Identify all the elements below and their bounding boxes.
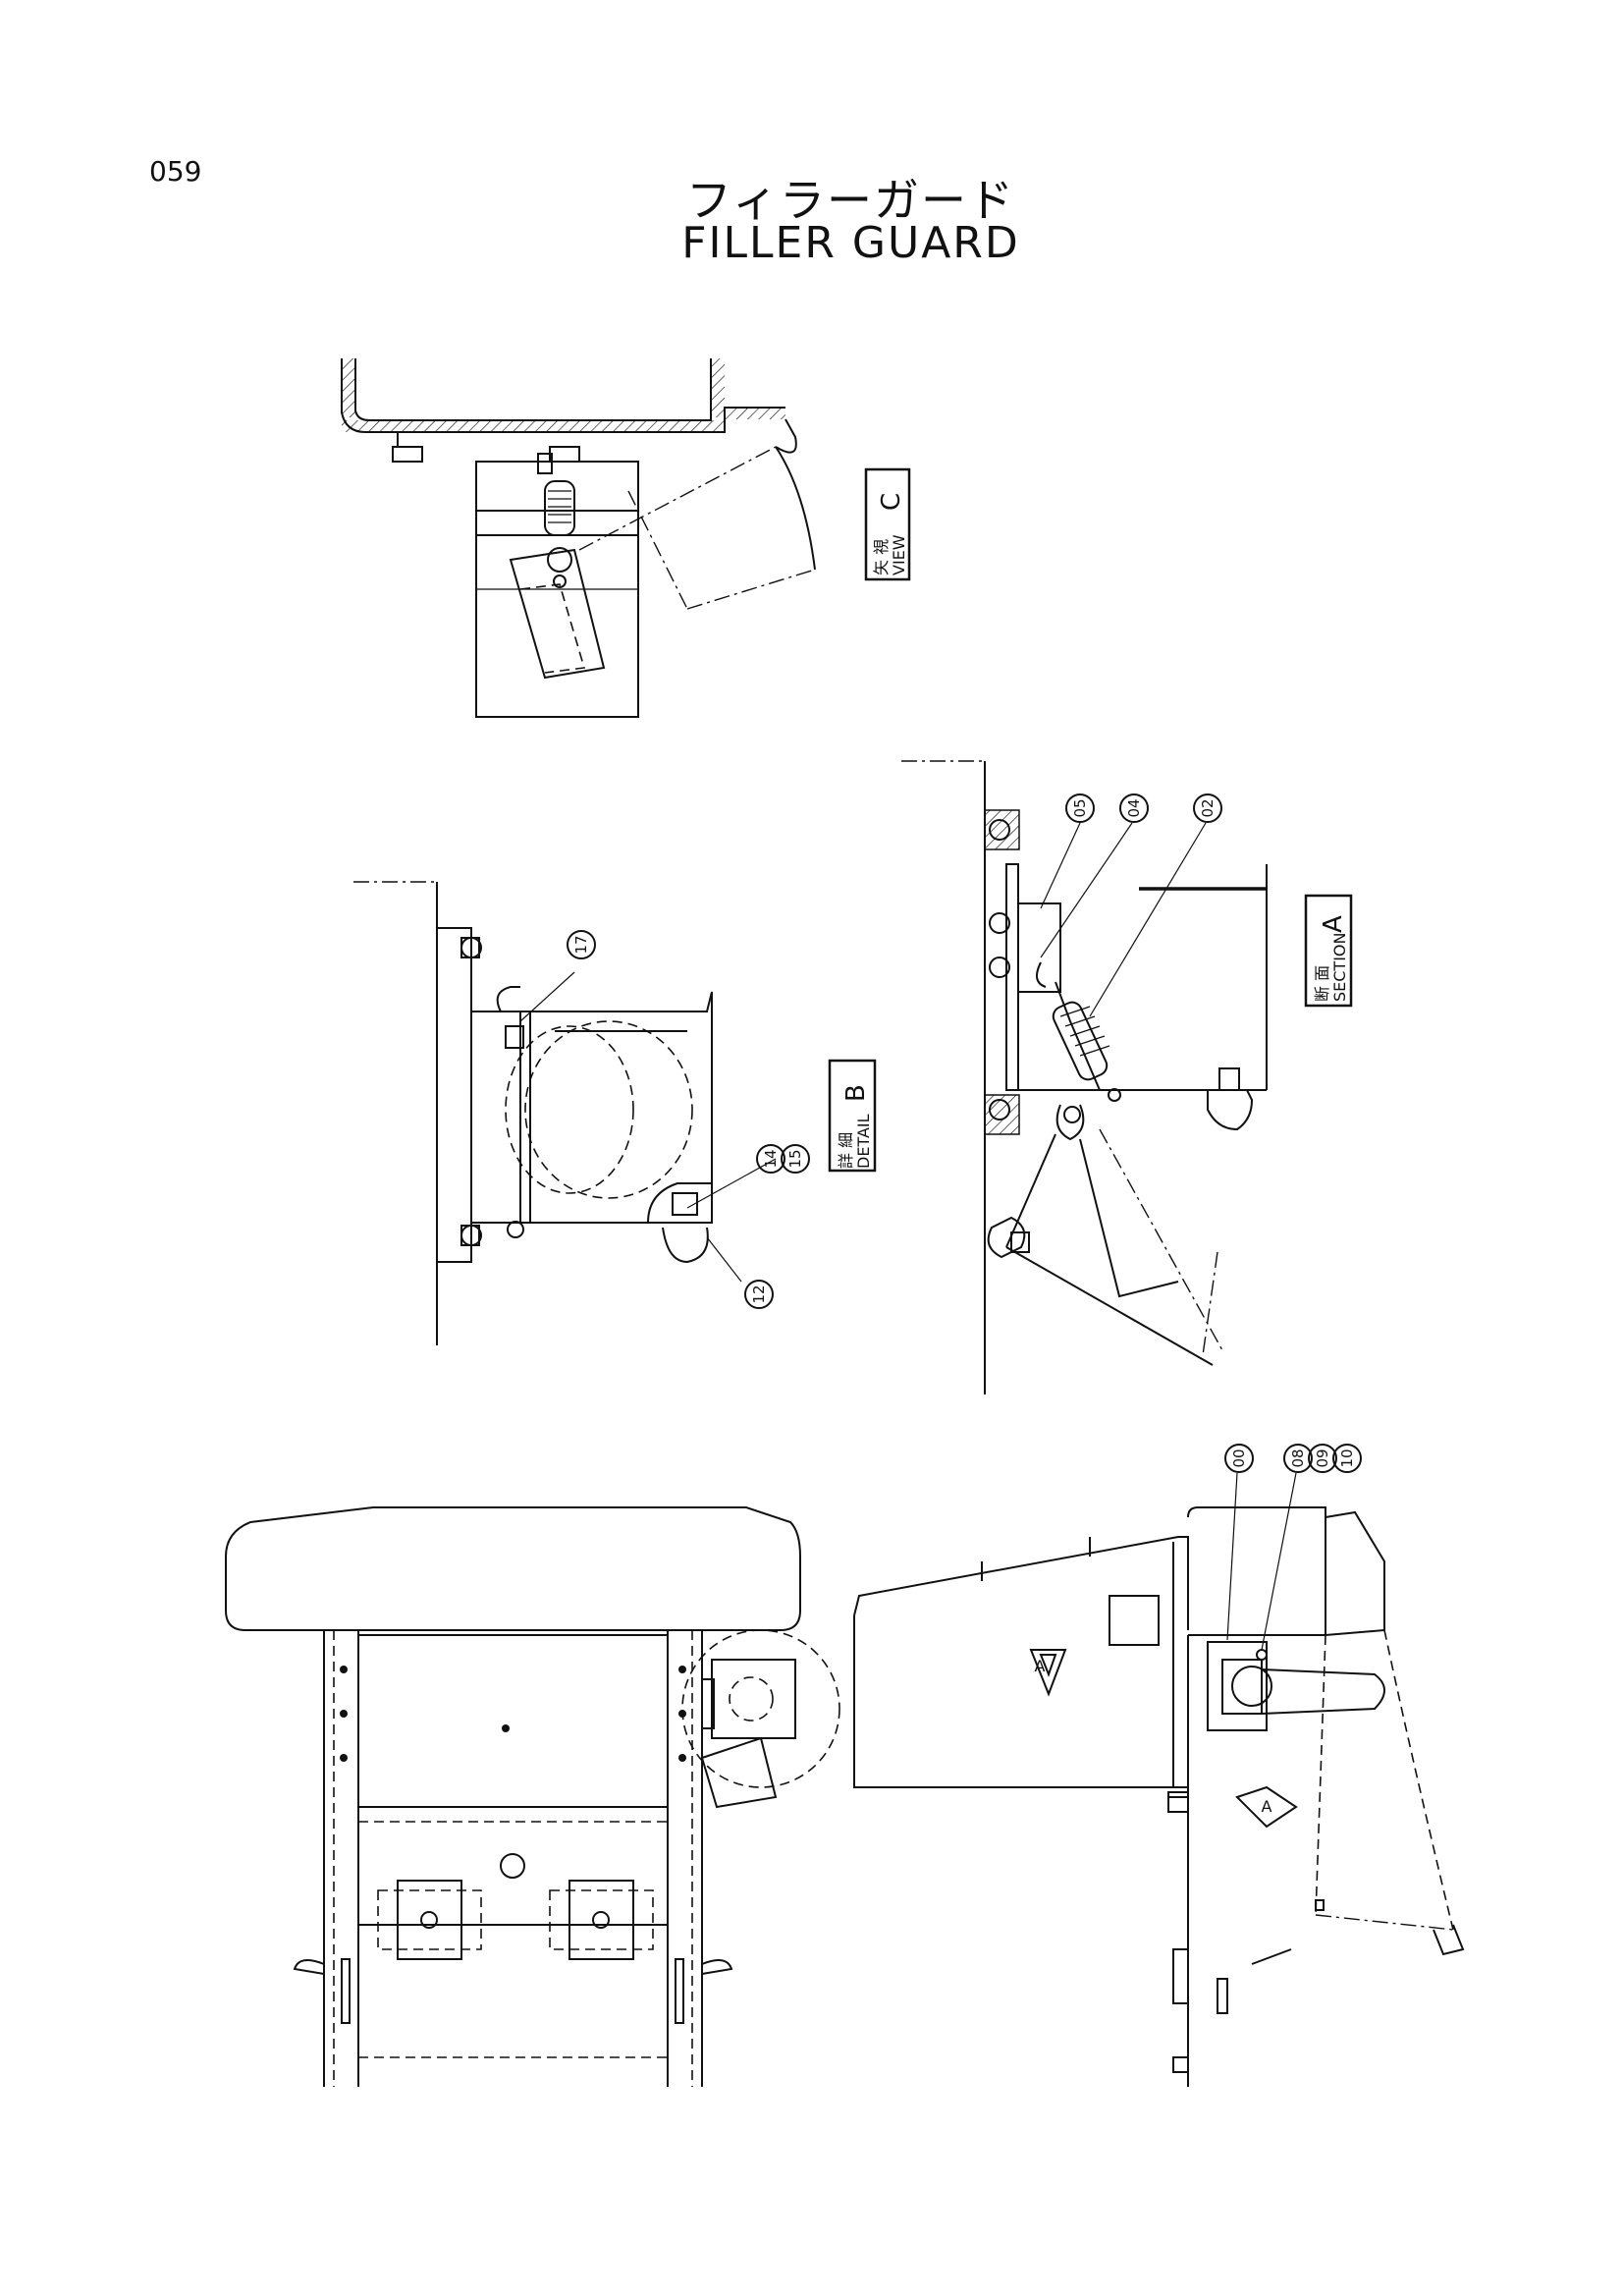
svg-text:A: A [1262,1797,1272,1816]
svg-text:VIEW: VIEW [890,534,908,575]
arrow-labels: A A [1035,1657,1272,1816]
svg-text:詳 細: 詳 細 [837,1132,855,1169]
side-view-drawing [853,1472,1465,2087]
svg-text:09: 09 [1314,1449,1331,1467]
section-a-label: 断 面 SECTION A [1304,894,1353,1008]
detail-b-label: 詳 細 DETAIL B [828,1059,877,1173]
callouts-detail-b: 17 14 15 12 [567,930,810,1309]
detail-b-drawing [353,881,777,1345]
svg-text:15: 15 [786,1149,804,1168]
svg-text:05: 05 [1071,798,1089,817]
svg-text:00: 00 [1230,1449,1248,1467]
view-c-label: 矢 視 VIEW C [864,467,911,581]
callouts-side-view: 00 08 09 10 [1224,1444,1362,1473]
plan-view-drawing [225,1506,840,2087]
svg-text:A: A [1035,1657,1046,1675]
svg-text:C: C [877,493,906,511]
svg-text:断 面: 断 面 [1313,965,1331,1002]
title-japanese: フィラーガード [685,174,1016,227]
svg-text:B: B [841,1084,871,1102]
svg-text:A: A [1319,915,1348,933]
callouts-section-a: 05 04 02 [1065,793,1222,823]
title-english: FILLER GUARD [681,218,1020,268]
svg-text:SECTION: SECTION [1330,933,1349,1003]
svg-text:DETAIL: DETAIL [854,1114,873,1169]
svg-text:17: 17 [572,935,590,954]
svg-text:10: 10 [1338,1449,1356,1467]
svg-text:02: 02 [1199,798,1217,817]
svg-text:14: 14 [762,1149,780,1168]
svg-text:矢 視: 矢 視 [872,539,891,575]
svg-text:08: 08 [1289,1449,1307,1467]
svg-text:12: 12 [750,1285,768,1303]
page-number: 059 [149,155,202,188]
svg-text:04: 04 [1125,798,1143,817]
view-c-drawing [341,358,816,718]
section-a-drawing [901,760,1268,1394]
